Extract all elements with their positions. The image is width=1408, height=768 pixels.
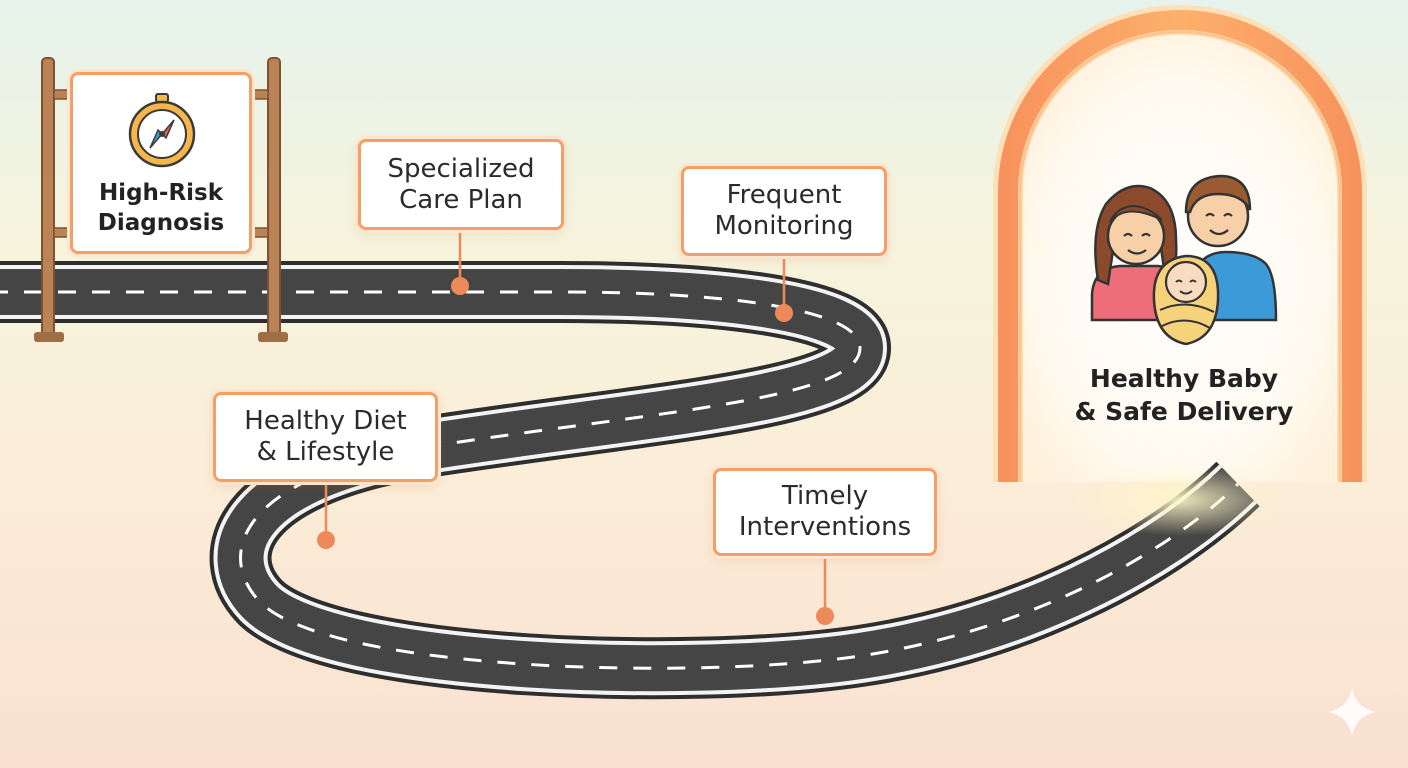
milestone-frequent-monitoring: Frequent Monitoring [681, 166, 887, 256]
milestone-timely-interventions: Timely Interventions [713, 468, 937, 556]
milestone-connectors [317, 230, 834, 625]
milestone-dot [816, 607, 834, 625]
winding-road [0, 261, 1290, 700]
destination-label: Healthy Baby & Safe Delivery [1074, 364, 1294, 426]
milestone-dot [775, 304, 793, 322]
milestone-specialized-care-plan: Specialized Care Plan [358, 139, 564, 230]
sparkle-icon [1328, 688, 1376, 736]
milestone-healthy-diet-lifestyle: Healthy Diet & Lifestyle [213, 392, 438, 482]
milestone-dot [451, 277, 469, 295]
destination-arch [993, 5, 1367, 482]
compass-icon [128, 93, 196, 168]
signpost-posts [34, 57, 288, 342]
milestone-dot [317, 531, 335, 549]
start-label: High-Risk Diagnosis [97, 180, 225, 236]
family-icon [1090, 174, 1278, 346]
